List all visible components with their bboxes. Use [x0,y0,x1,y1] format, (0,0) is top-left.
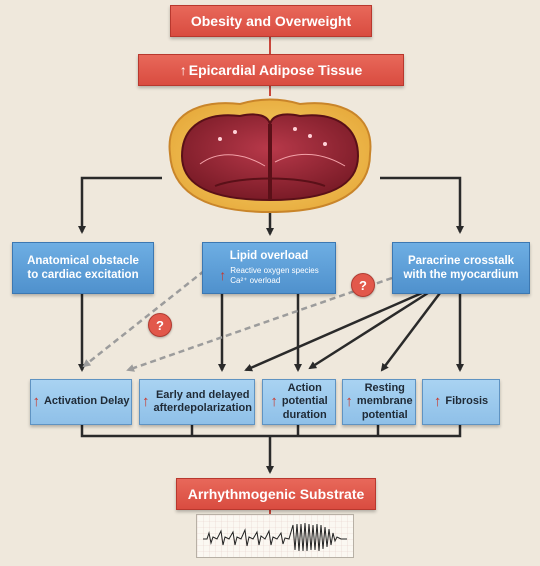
question-mark-icon: ? [148,313,172,337]
ecg-trace-icon [197,515,353,557]
connector-paracrine-to-activation-dashed [126,276,393,372]
up-arrow-icon: ↑ [219,267,227,284]
effect-label: membrane [356,395,413,408]
effect-label: afterdepolarization [153,402,252,414]
up-arrow-icon: ↑ [32,393,40,410]
lipid-sub-ros: Reactive oxygen species [230,265,319,275]
connector-paracrine-to-apd [308,291,429,370]
effect-activation-delay: ↑ Activation Delay [30,379,132,425]
question-mark-icon: ? [351,273,375,297]
paracrine-line1: Paracrine crosstalk [407,254,515,267]
effect-label: potential [361,408,408,421]
eat-box: ↑ Epicardial Adipose Tissue [138,54,404,86]
connector-paracrine-to-ead [244,291,423,372]
up-arrow-icon: ↑ [142,393,150,410]
lipid-title: Lipid overload [229,250,309,263]
effect-label: potential [281,395,328,408]
effect-label: Fibrosis [445,395,489,408]
anatomical-line2: to cardiac excitation [27,269,139,281]
obesity-box: Obesity and Overweight [170,5,372,37]
paracrine-line2: with the myocardium [403,269,519,281]
effect-label: Activation Delay [43,395,130,408]
obesity-label: Obesity and Overweight [190,13,352,29]
up-arrow-icon: ↑ [270,393,278,410]
lipid-sub-ca: Ca²⁺ overload [230,276,281,286]
connector-paracrine-to-rmp [380,292,441,372]
effect-label: duration [282,408,327,421]
arrhythmogenic-substrate-box: Arrhythmogenic Substrate [176,478,376,510]
effect-fibrosis: ↑ Fibrosis [422,379,500,425]
connector-effects-merge [80,424,462,438]
effect-action-potential-duration: ↑ Action potential duration [262,379,336,425]
lipid-overload-box: Lipid overload ↑ Reactive oxygen species… [202,242,336,294]
effect-early-delayed-afterdepolarization: ↑ Early and delayed afterdepolarization [139,379,255,425]
effect-resting-membrane-potential: ↑ Resting membrane potential [342,379,416,425]
anatomical-line1: Anatomical obstacle [27,254,139,267]
up-arrow-icon: ↑ [345,393,353,410]
effect-label: Early and delayed [155,388,250,401]
heart-illustration [168,98,372,214]
connector-heart-to-paracrine [380,176,464,234]
anatomical-obstacle-box: Anatomical obstacle to cardiac excitatio… [12,242,154,294]
arrhythmogenic-label: Arrhythmogenic Substrate [187,486,365,502]
up-arrow-icon: ↑ [433,393,442,410]
connector-heart-to-anatomical [78,176,162,234]
effect-label: Action [287,382,322,395]
up-arrow-icon: ↑ [179,62,187,78]
paracrine-crosstalk-box: Paracrine crosstalk with the myocardium [392,242,530,294]
eat-label: Epicardial Adipose Tissue [188,62,363,78]
ecg-strip [196,514,354,558]
effect-label: Resting [364,382,405,395]
